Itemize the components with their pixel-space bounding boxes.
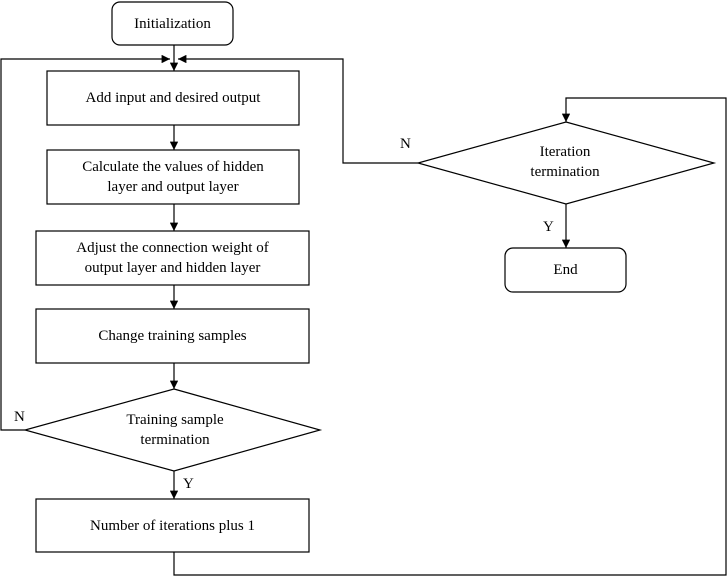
training-no-label: N: [14, 409, 25, 425]
arrow-training-no-loop: [0, 54, 170, 431]
arrow-number-to-iteration: [173, 97, 727, 576]
number-iterations-box: [35, 498, 310, 553]
initialization-box: [111, 1, 234, 46]
training-yes-label: Y: [183, 476, 194, 492]
calculate-box: [46, 149, 300, 205]
change-label: Change training samples: [98, 328, 247, 344]
number-iterations-label: Number of iterations plus 1: [90, 517, 255, 534]
training-termination-label: Training sample termination: [126, 412, 224, 448]
add-input-label: Add input and desired output: [85, 90, 261, 106]
iteration-yes-label: Y: [543, 219, 554, 235]
change-box: [35, 308, 310, 364]
iteration-termination-label: Iteration termination: [530, 144, 600, 180]
adjust-box: [35, 230, 310, 286]
add-input-box: [46, 70, 300, 126]
end-label: End: [553, 262, 578, 278]
iteration-no-label: N: [400, 136, 411, 152]
calculate-label: Calculate the values of hidden layer and…: [82, 159, 264, 195]
arrow-iteration-no-loop: [178, 54, 418, 164]
initialization-label: Initialization: [134, 15, 211, 32]
adjust-label: Adjust the connection weight of output l…: [76, 240, 269, 276]
